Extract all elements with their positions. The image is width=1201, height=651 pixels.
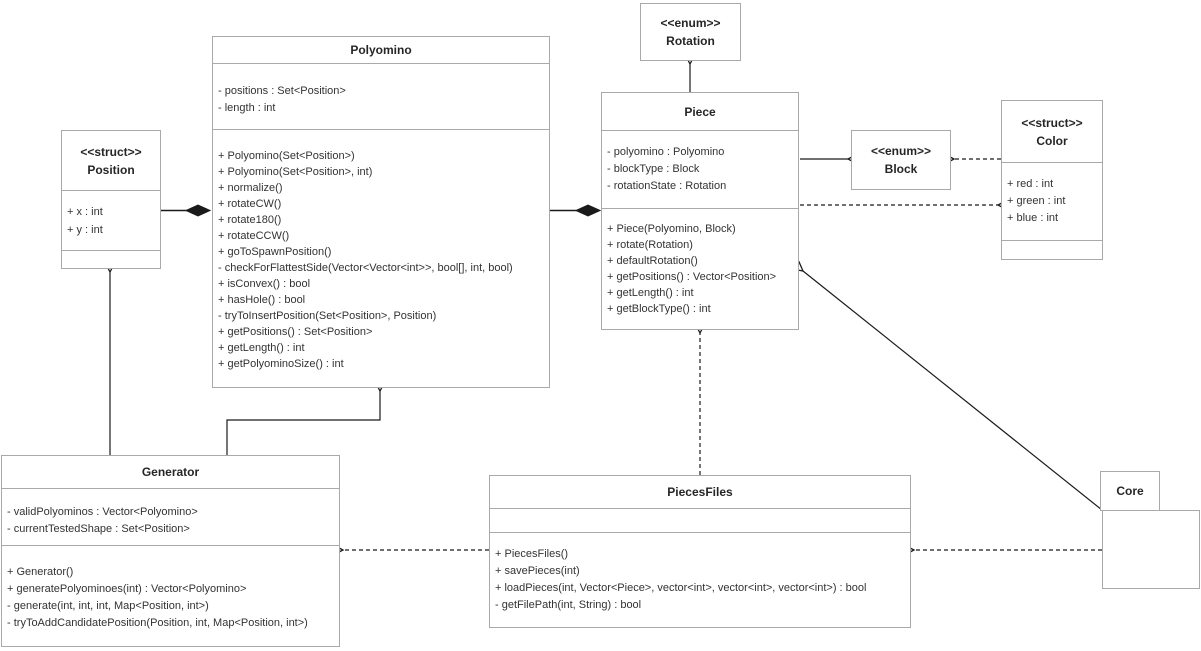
- uml-method: + goToSpawnPosition(): [218, 246, 332, 258]
- uml-method: + getLength() : int: [218, 342, 305, 354]
- uml-method: + generatePolyominoes(int) : Vector<Poly…: [7, 583, 247, 595]
- class-title: Block: [884, 162, 918, 176]
- uml-method: - checkForFlattestSide(Vector<Vector<int…: [218, 262, 513, 274]
- uml-method: + rotateCCW(): [218, 230, 290, 242]
- class-piece[interactable]: Piece - polyomino : Polyomino - blockTyp…: [601, 92, 799, 330]
- uml-method: + PiecesFiles(): [495, 548, 569, 560]
- uml-method: + getPositions() : Vector<Position>: [607, 271, 777, 283]
- connector-composition-polyomino-piece: [550, 204, 602, 217]
- class-title: Rotation: [666, 34, 715, 48]
- uml-attribute: - positions : Set<Position>: [218, 85, 346, 97]
- connector-generator-polyomino: [226, 381, 386, 455]
- uml-method: + getPositions() : Set<Position>: [218, 326, 373, 338]
- empty-compartment: [62, 250, 160, 268]
- uml-method: + rotate(Rotation): [607, 239, 693, 251]
- uml-attribute: + green : int: [1007, 195, 1066, 207]
- class-rotation[interactable]: <<enum>> Rotation: [640, 3, 741, 61]
- class-color[interactable]: <<struct>> Color + red : int + green : i…: [1001, 100, 1103, 260]
- uml-method: + savePieces(int): [495, 565, 580, 577]
- class-title: Polyomino: [350, 43, 412, 57]
- uml-method: - generate(int, int, int, Map<Position, …: [7, 600, 209, 612]
- uml-method: + normalize(): [218, 182, 283, 194]
- uml-method: + rotate180(): [218, 214, 282, 226]
- class-polyomino[interactable]: Polyomino - positions : Set<Position> - …: [212, 36, 550, 388]
- uml-attribute: + blue : int: [1007, 212, 1059, 224]
- uml-method: + Generator(): [7, 566, 74, 578]
- class-stereotype: <<struct>>: [1021, 115, 1083, 130]
- uml-method: + Polyomino(Set<Position>): [218, 150, 355, 162]
- uml-attribute: + red : int: [1007, 178, 1054, 190]
- uml-attribute: - validPolyominos : Vector<Polyomino>: [7, 506, 198, 518]
- class-title: Piece: [684, 104, 716, 119]
- uml-method: - tryToInsertPosition(Set<Position>, Pos…: [218, 310, 437, 322]
- class-piecesfiles[interactable]: PiecesFiles + PiecesFiles() + savePieces…: [489, 475, 911, 628]
- uml-method: - tryToAddCandidatePosition(Position, in…: [7, 617, 308, 629]
- empty-compartment: [490, 508, 910, 532]
- uml-attribute: - rotationState : Rotation: [607, 180, 727, 192]
- uml-method: + isConvex() : bool: [218, 278, 311, 290]
- uml-attribute: - currentTestedShape : Set<Position>: [7, 523, 190, 535]
- uml-method: + Polyomino(Set<Position>, int): [218, 166, 373, 178]
- uml-method: + loadPieces(int, Vector<Piece>, vector<…: [495, 582, 867, 594]
- class-stereotype: <<struct>>: [80, 144, 142, 159]
- uml-method: + defaultRotation(): [607, 255, 698, 267]
- package-title: Core: [1100, 471, 1160, 511]
- class-block[interactable]: <<enum>> Block: [851, 130, 951, 190]
- connector-composition-position-polyomino: [161, 204, 212, 217]
- uml-method: + getPolyominoSize() : int: [218, 358, 344, 370]
- uml-attribute: + y : int: [67, 224, 103, 236]
- class-position[interactable]: <<struct>> Position + x : int + y : int: [61, 130, 161, 269]
- uml-attribute: - polyomino : Polyomino: [607, 146, 725, 158]
- uml-method: + hasHole() : bool: [218, 294, 306, 306]
- uml-method: - getFilePath(int, String) : bool: [495, 599, 642, 611]
- class-title: Generator: [141, 465, 200, 479]
- class-stereotype: <<enum>>: [870, 144, 932, 158]
- class-title: PiecesFiles: [667, 485, 733, 499]
- class-title: Position: [87, 162, 135, 177]
- class-generator[interactable]: Generator - validPolyominos : Vector<Pol…: [1, 455, 340, 647]
- package-body: [1102, 510, 1200, 589]
- uml-method: + getLength() : int: [607, 287, 694, 299]
- uml-method: + Piece(Polyomino, Block): [607, 223, 736, 235]
- empty-compartment: [1002, 240, 1102, 259]
- uml-method: + rotateCW(): [218, 198, 282, 210]
- class-stereotype: <<enum>>: [660, 16, 721, 30]
- uml-method: + getBlockType() : int: [607, 303, 711, 315]
- uml-attribute: - length : int: [218, 102, 276, 114]
- class-title: Color: [1036, 133, 1068, 148]
- uml-attribute: + x : int: [67, 206, 103, 218]
- uml-attribute: - blockType : Block: [607, 163, 700, 175]
